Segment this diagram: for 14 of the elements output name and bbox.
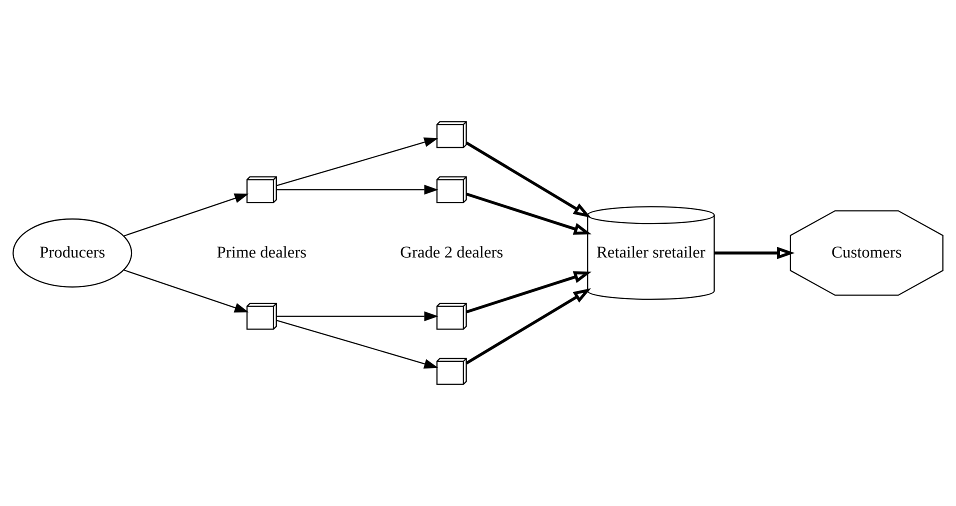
arrow	[714, 246, 795, 260]
node-ellipse: Producers	[12, 218, 132, 288]
arrow	[276, 137, 438, 186]
arrow	[124, 194, 249, 236]
arrow	[124, 270, 249, 312]
arrow	[466, 192, 592, 235]
label: Grade 2 dealers	[400, 242, 504, 262]
arrow	[466, 288, 592, 365]
arrow	[276, 311, 438, 322]
arrow	[466, 271, 592, 314]
label: Prime dealers	[216, 242, 307, 262]
arrow	[276, 320, 438, 369]
arrow	[276, 184, 438, 195]
arrow	[466, 141, 592, 218]
